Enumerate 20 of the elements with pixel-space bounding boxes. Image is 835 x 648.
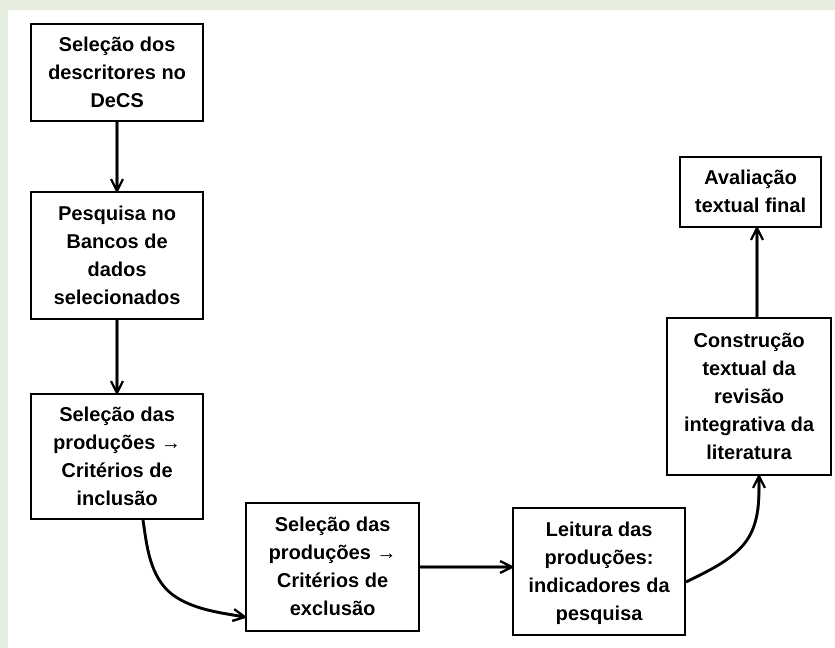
process-box <box>245 502 420 632</box>
arrow <box>685 474 766 584</box>
arrow <box>750 226 764 317</box>
box-label: Seleção das produções → Critérios de exclusão <box>268 513 398 622</box>
process-box <box>679 156 822 228</box>
arrow <box>142 520 246 622</box>
process-box <box>30 23 204 122</box>
process-box <box>30 191 204 320</box>
box-label: Avaliação textual final <box>694 166 808 219</box>
process-box <box>30 393 204 520</box>
box-label: Pesquisa no Bancos de dados selecionados <box>52 202 182 310</box>
process-box <box>512 507 686 636</box>
arrow <box>110 320 124 394</box>
process-box <box>666 317 832 476</box>
box-label: Seleção dos descritores no DeCS <box>47 32 187 114</box>
arrow <box>110 122 124 192</box>
box-label: Leitura das produções: indicadores da pesquisa <box>527 518 671 626</box>
box-label: Construção textual da revisão integrativa da literatura <box>682 328 816 466</box>
arrow <box>420 560 514 574</box>
box-label: Seleção das produções → Critérios de inclusão <box>52 402 182 512</box>
